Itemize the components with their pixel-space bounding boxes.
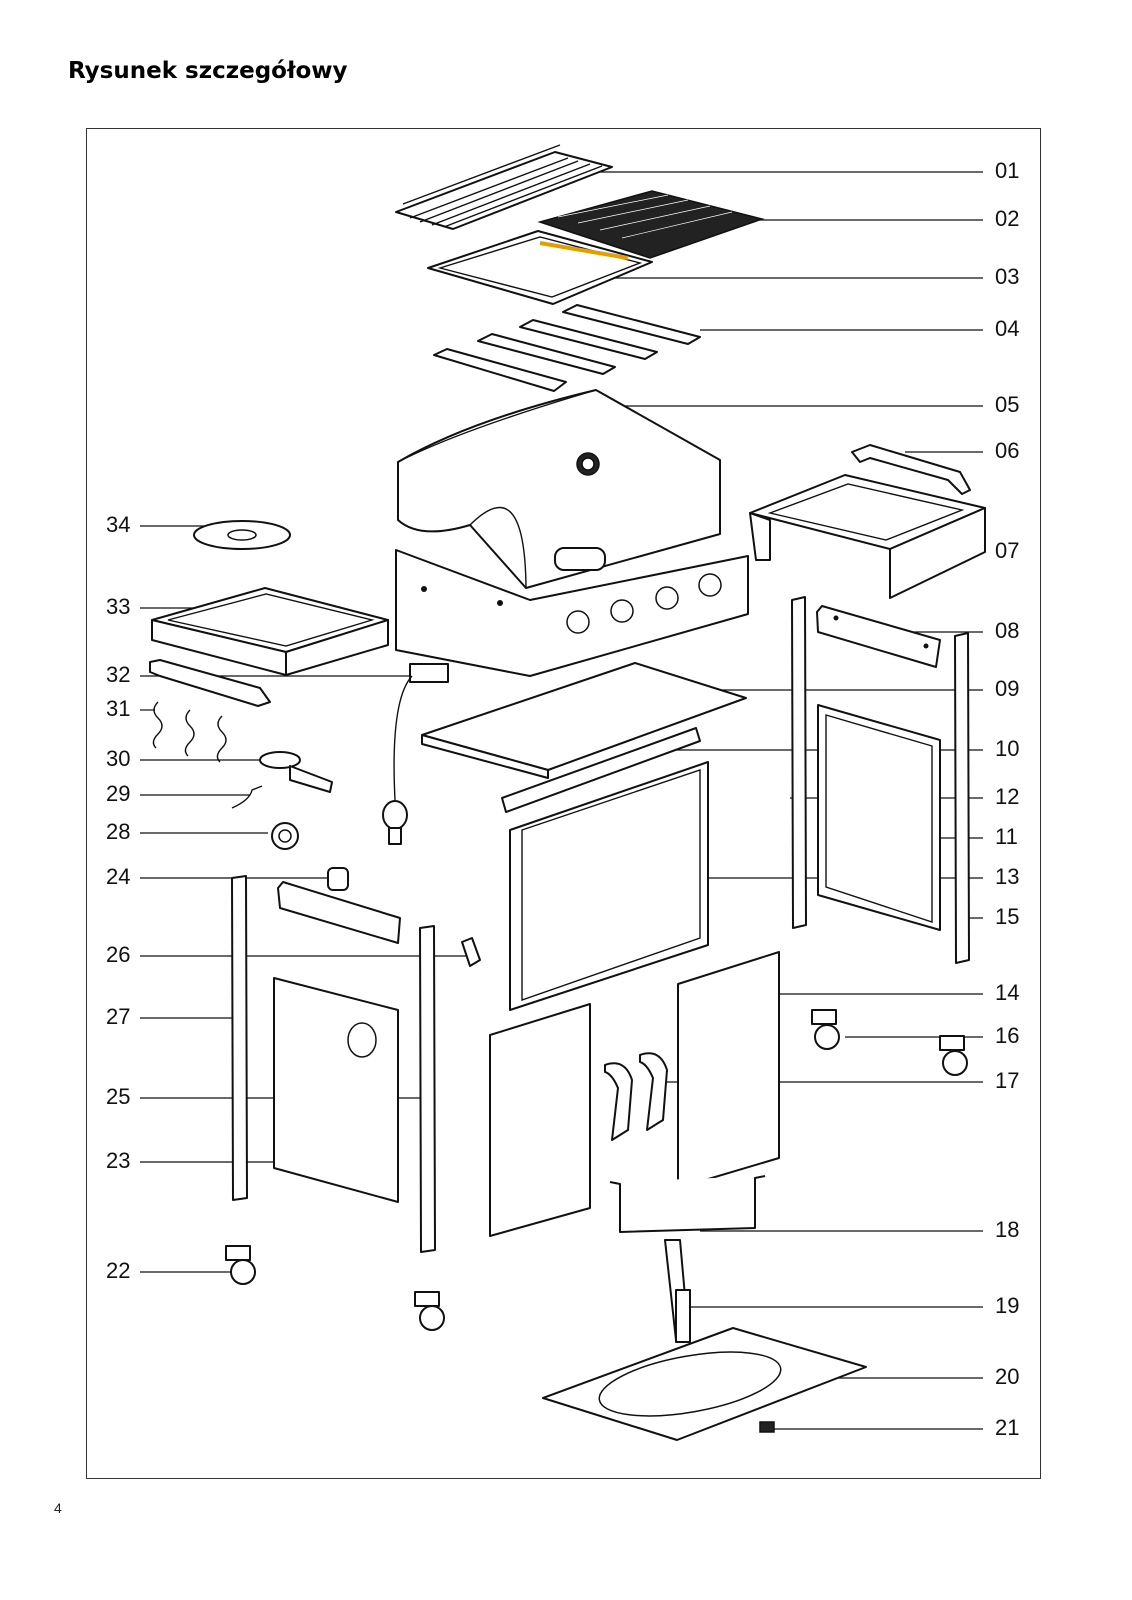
part-27-leg xyxy=(231,875,248,1201)
part-16-casters xyxy=(811,1009,968,1076)
part-05-grill-body xyxy=(395,389,749,677)
part-regulator-hose xyxy=(382,663,449,845)
label-31: 31 xyxy=(106,696,131,721)
part-20-base-plate xyxy=(542,1327,867,1441)
label-07: 07 xyxy=(995,538,1020,563)
part-26-bracket xyxy=(461,937,481,967)
part-03-grease-tray xyxy=(427,230,653,305)
label-06: 06 xyxy=(995,438,1020,463)
part-09-shelf-plate xyxy=(421,662,747,779)
label-34: 34 xyxy=(106,512,131,537)
part-07-side-shelf xyxy=(749,474,986,599)
label-20: 20 xyxy=(995,1364,1020,1389)
label-33: 33 xyxy=(106,594,131,619)
part-29-wire xyxy=(231,785,263,809)
part-17-door-handles xyxy=(604,1052,668,1141)
part-22-caster xyxy=(225,1245,256,1285)
label-19: 19 xyxy=(995,1293,1020,1318)
part-04-flame-tamers xyxy=(433,304,701,392)
label-32: 32 xyxy=(106,662,131,687)
part-34-burner-grate xyxy=(193,520,291,550)
part-25-leg xyxy=(419,925,436,1253)
part-caster-extra xyxy=(414,1291,445,1331)
diagram-frame xyxy=(86,128,1041,1479)
label-15: 15 xyxy=(995,904,1020,929)
part-31-s-hooks xyxy=(152,701,227,763)
label-08: 08 xyxy=(995,618,1020,643)
part-14-right-door xyxy=(677,951,780,1189)
part-10-rail xyxy=(501,727,701,813)
label-17: 17 xyxy=(995,1068,1020,1093)
page-number: 4 xyxy=(54,1500,62,1516)
label-02: 02 xyxy=(995,206,1020,231)
label-11: 11 xyxy=(995,824,1018,849)
label-14: 14 xyxy=(995,980,1020,1005)
part-06-side-handle xyxy=(851,444,971,495)
label-23: 23 xyxy=(106,1148,131,1173)
label-25: 25 xyxy=(106,1084,131,1109)
label-29: 29 xyxy=(106,781,131,806)
label-27: 27 xyxy=(106,1004,131,1029)
part-23-side-panel xyxy=(273,977,399,1203)
label-18: 18 xyxy=(995,1217,1020,1242)
part-19-tank-bracket xyxy=(664,1239,691,1343)
part-08-cross-brace xyxy=(816,605,941,668)
label-30: 30 xyxy=(106,746,131,771)
label-28: 28 xyxy=(106,819,131,844)
label-22: 22 xyxy=(106,1258,131,1283)
page-title: Rysunek szczegółowy xyxy=(68,58,348,84)
part-32-handle xyxy=(149,659,271,707)
label-09: 09 xyxy=(995,676,1020,701)
part-15-leg xyxy=(954,632,970,964)
part-12-leg xyxy=(791,596,807,929)
part-33-left-shelf xyxy=(151,587,389,676)
part-02-cooking-grate xyxy=(537,190,765,259)
part-11-side-panel xyxy=(817,704,941,931)
label-24: 24 xyxy=(106,864,131,889)
label-21: 21 xyxy=(995,1415,1020,1440)
label-13: 13 xyxy=(995,864,1020,889)
label-10: 10 xyxy=(995,736,1020,761)
label-12: 12 xyxy=(995,784,1020,809)
part-24-cap xyxy=(327,867,349,891)
part-28-knob xyxy=(271,822,299,850)
part-21-clip xyxy=(759,1421,775,1433)
label-04: 04 xyxy=(995,316,1020,341)
part-left-door xyxy=(489,1003,591,1237)
label-26: 26 xyxy=(106,942,131,967)
part-30-side-burner xyxy=(259,751,333,793)
label-01: 01 xyxy=(995,158,1020,183)
part-01-warming-rack xyxy=(395,144,613,230)
label-05: 05 xyxy=(995,392,1020,417)
label-03: 03 xyxy=(995,264,1020,289)
part-18-bottom-bracket xyxy=(609,1175,766,1233)
label-16: 16 xyxy=(995,1023,1020,1048)
part-left-cross-brace xyxy=(277,881,401,944)
part-13-back-panel xyxy=(509,761,709,1011)
